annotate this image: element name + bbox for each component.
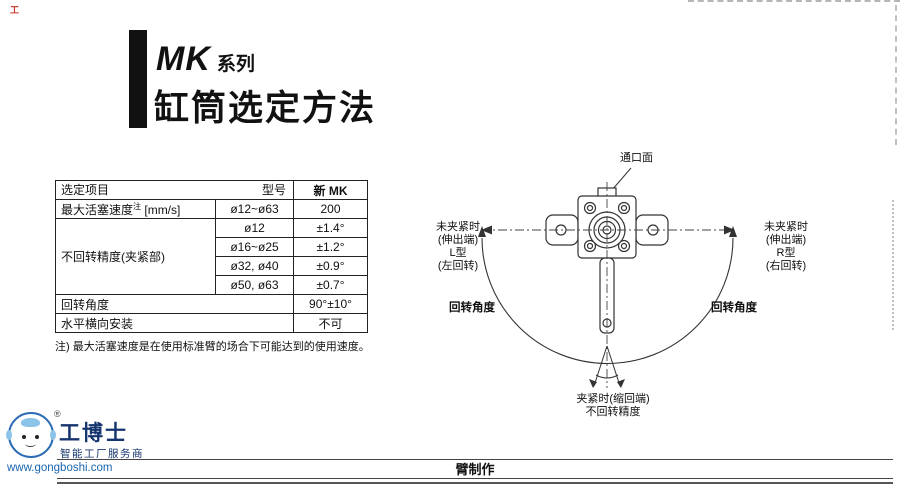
clamped-position-label: 夹紧时(缩回端) 不回转精度	[555, 393, 671, 419]
accuracy-size-cell: ø16~ø25	[215, 237, 294, 257]
rotation-angle-label-left: 回转角度	[449, 302, 495, 314]
spec-table: 选定项目 型号 新 MK 最大活塞速度注 [mm/s] ø12~ø63 200 …	[55, 180, 368, 333]
accuracy-value-cell: ±1.2°	[293, 237, 368, 257]
table-row: 不回转精度(夹紧部) ø12 ±1.4°	[55, 218, 368, 295]
tolerance-arc	[595, 374, 619, 379]
accuracy-value-cell: ±1.4°	[293, 218, 368, 238]
mount-value-cell: 不可	[293, 313, 368, 333]
speed-label-cell: 最大活塞速度注 [mm/s]	[55, 199, 216, 219]
left-label-line: L型	[449, 247, 467, 259]
right-label-line: 未夹紧时	[764, 221, 808, 233]
series-suffix: 系列	[216, 54, 255, 75]
speed-label: 最大活塞速度	[61, 202, 134, 217]
right-position-label: 未夹紧时 (伸出端) R型 (右回转)	[757, 221, 815, 273]
clamp-label-line2: 不回转精度	[585, 406, 641, 418]
angle-label-cell: 回转角度	[55, 294, 294, 314]
crop-mark-right-upper	[895, 5, 897, 145]
port-face-label: 通口面	[620, 152, 653, 164]
table-row: 回转角度 90°±10°	[55, 294, 368, 314]
speed-unit: [mm/s]	[144, 202, 181, 217]
speed-range-cell: ø12~ø63	[215, 199, 294, 219]
registered-mark: ®	[54, 409, 61, 419]
accuracy-size-cell: ø50, ø63	[215, 275, 294, 295]
left-label-line: 未夹紧时	[436, 221, 480, 233]
accuracy-size-cell: ø32, ø40	[215, 256, 294, 276]
accuracy-label-cell: 不回转精度(夹紧部)	[55, 218, 216, 295]
header-model-label: 型号	[261, 183, 286, 197]
accuracy-size-cell: ø12	[215, 218, 294, 238]
model-name: MK	[328, 183, 348, 198]
table-footnote: 注) 最大活塞速度是在使用标准臂的场合下可能达到的使用速度。	[55, 341, 370, 353]
right-label-line: R型	[776, 247, 796, 259]
diagonal-header-cell: 选定项目 型号	[55, 180, 294, 200]
table-row: ø50, ø63 ±0.7°	[56, 275, 368, 295]
left-label-line: (伸出端)	[437, 234, 479, 246]
header-item-label: 选定项目	[61, 183, 110, 197]
v-arrow-right	[617, 379, 625, 388]
mascot-cap	[21, 418, 40, 427]
right-label-line: (右回转)	[765, 260, 807, 272]
section-bar-rule	[57, 482, 893, 484]
section-bar-arm: 臂制作	[57, 459, 893, 479]
page-title: 缸筒选定方法	[154, 89, 377, 128]
table-header-row: 选定项目 型号 新 MK	[55, 180, 368, 200]
v-arrow-left	[589, 379, 597, 388]
tolerance-v-left	[593, 345, 608, 387]
cylinder-diagram-drawing	[478, 167, 737, 388]
arc-arrow-left	[478, 226, 486, 237]
logo-url: www.gongboshi.com	[7, 462, 113, 474]
speed-value-cell: 200	[293, 199, 368, 219]
logo-tagline: 智能工厂服务商	[60, 448, 144, 460]
model-name-cell: 新 MK	[293, 180, 368, 200]
arrow-left	[481, 225, 492, 235]
crop-mark-top	[688, 0, 900, 2]
arrow-right	[724, 225, 735, 235]
left-position-label: 未夹紧时 (伸出端) L型 (左回转)	[430, 221, 486, 273]
arc-arrow-right	[729, 226, 737, 237]
mascot-eye-right	[35, 435, 39, 439]
mount-label-cell: 水平横向安装	[55, 313, 294, 333]
rotation-arc	[481, 237, 734, 364]
mascot-ear-left	[6, 430, 12, 440]
angle-value-cell: 90°±10°	[293, 294, 368, 314]
mascot-logo-icon	[6, 412, 56, 458]
table-row: ø16~ø25 ±1.2°	[56, 237, 368, 257]
accuracy-value-cell: ±0.7°	[293, 275, 368, 295]
rotation-angle-label-right: 回转角度	[711, 302, 757, 314]
mascot-mouth	[25, 441, 36, 447]
mascot-eye-left	[22, 435, 26, 439]
table-row: 水平横向安装 不可	[55, 313, 368, 333]
speed-note-sup: 注	[133, 201, 142, 211]
clamp-label-line1: 夹紧时(缩回端)	[576, 393, 650, 405]
model-new: 新	[313, 183, 326, 198]
mascot-ear-right	[50, 430, 56, 440]
tolerance-v-right	[606, 345, 621, 387]
right-label-line: (伸出端)	[765, 234, 807, 246]
logo-company-name: 工博士	[59, 422, 128, 445]
table-row: ø32, ø40 ±0.9°	[56, 256, 368, 276]
section-accent-bar	[129, 30, 147, 128]
left-label-line: (左回转)	[437, 260, 479, 272]
corner-logo-mark: 工	[10, 5, 20, 15]
crop-mark-right-lower	[892, 200, 894, 330]
series-name: MK	[156, 40, 211, 78]
table-row: 最大活塞速度注 [mm/s] ø12~ø63 200	[55, 199, 368, 219]
series-title: MK 系列	[156, 40, 255, 79]
accuracy-value-cell: ±0.9°	[293, 256, 368, 276]
port-leader-line	[611, 167, 632, 191]
